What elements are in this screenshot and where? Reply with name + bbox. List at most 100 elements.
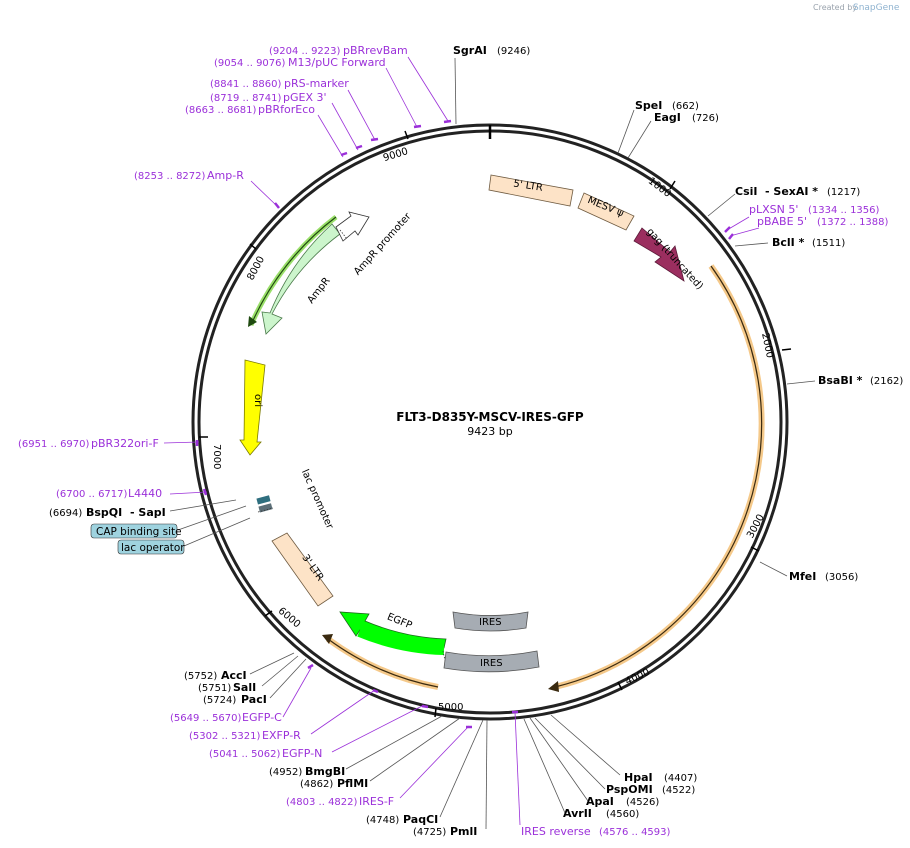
- feature-3ltr[interactable]: [271, 532, 334, 607]
- primer-egfp-n[interactable]: EGFP-N: [282, 747, 322, 760]
- plasmid-title: FLT3-D835Y-MSCV-IRES-GFP: [396, 410, 584, 424]
- enzyme-sali-pos: (5751): [198, 683, 231, 694]
- enzyme-bspqi-pos: (6694): [49, 508, 82, 519]
- primer-prs-marker[interactable]: pRS-marker: [284, 77, 349, 90]
- enzyme-mfei[interactable]: MfeI: [789, 570, 816, 583]
- enzyme-avrii[interactable]: AvrII: [563, 807, 592, 820]
- enzyme-sgrai-pos: (9246): [497, 46, 530, 57]
- primer-ires-reverse[interactable]: IRES reverse: [521, 825, 591, 838]
- enzyme-paqci[interactable]: PaqCI: [403, 813, 438, 826]
- tick-8000: [249, 243, 257, 250]
- feature-egfp-body: [357, 623, 445, 655]
- enzyme-pmli[interactable]: PmlI: [450, 825, 477, 838]
- created-by-label: Created by: [813, 3, 857, 12]
- enzyme-pmli-pos: (4725): [413, 827, 446, 838]
- enzyme-pflmi[interactable]: PflMI: [337, 777, 368, 790]
- feature-ires-outer[interactable]: [443, 650, 540, 673]
- primer-pbr322ori-f[interactable]: pBR322ori-F: [91, 437, 159, 450]
- primer-egfp-n-pos: (5041 .. 5062): [209, 749, 281, 760]
- feature-5ltr[interactable]: [488, 174, 574, 207]
- enzyme-csii[interactable]: CsiI: [735, 185, 757, 198]
- egfp-junction: [442, 650, 447, 666]
- primer-pbabe-5[interactable]: pBABE 5': [757, 215, 807, 228]
- primer-plxsn-5[interactable]: pLXSN 5': [749, 203, 798, 216]
- orf-arc-large: [554, 264, 765, 690]
- ampr-promoter-junction: [339, 229, 348, 240]
- label-ires-inner: IRES: [479, 617, 502, 628]
- cap-site-label: CAP binding site: [96, 526, 182, 538]
- primer-leaders: [163, 56, 760, 826]
- primer-exfp-r-pos: (5302 .. 5321): [189, 731, 261, 742]
- enzyme-sapi[interactable]: - SapI: [130, 506, 166, 519]
- enzyme-bspqi[interactable]: BspQI: [86, 506, 122, 519]
- orf-arc-large-head: [548, 681, 559, 692]
- primer-pbrrevbam-pos: (9204 .. 9223): [269, 46, 341, 57]
- primer-amp-r[interactable]: Amp-R: [207, 169, 244, 182]
- primer-pbrforeco[interactable]: pBRforEco: [258, 103, 315, 116]
- enzyme-bmgbi[interactable]: BmgBI: [305, 765, 345, 778]
- feature-lac-operator[interactable]: [258, 503, 273, 513]
- feature-cap-site[interactable]: [256, 495, 271, 505]
- primer-pbabe-5-pos: (1372 .. 1388): [817, 217, 889, 228]
- enzyme-eagi[interactable]: EagI: [654, 111, 681, 124]
- enzyme-acci-pos: (5752): [184, 671, 217, 682]
- enzyme-bcli[interactable]: BclI *: [772, 236, 805, 249]
- enzyme-apai[interactable]: ApaI: [586, 795, 614, 808]
- primer-m13-puc-forward[interactable]: M13/pUC Forward: [288, 56, 386, 69]
- label-ires-outer: IRES: [480, 658, 503, 669]
- lac-junction: [257, 507, 274, 513]
- primer-pgex-3[interactable]: pGEX 3': [283, 91, 327, 104]
- orf-arc-egfp-core: [327, 638, 439, 688]
- feature-mesv-psi[interactable]: [577, 192, 635, 231]
- enzyme-sexai[interactable]: - SexAI *: [765, 185, 818, 198]
- primer-ires-f-pos: (4803 .. 4822): [286, 797, 358, 808]
- primer-egfp-c-pos: (5649 .. 5670): [170, 713, 242, 724]
- tick-label-7000: 7000: [211, 444, 222, 469]
- tick-3000: [750, 546, 760, 552]
- plasmid-length: 9423 bp: [467, 425, 512, 438]
- enzyme-leaders: [169, 57, 816, 830]
- tick-4000: [617, 681, 623, 691]
- enzyme-hpai[interactable]: HpaI: [624, 771, 653, 784]
- feature-ampr[interactable]: [261, 223, 341, 335]
- cap-site-box[interactable]: [90, 523, 178, 539]
- primer-pbrforeco-pos: (8663 .. 8681): [185, 105, 257, 116]
- feature-ampr-promoter[interactable]: [335, 211, 370, 242]
- enzyme-acci[interactable]: AccI: [221, 669, 247, 682]
- orf-arc-egfp-head: [322, 634, 333, 644]
- enzyme-spei[interactable]: SpeI: [635, 99, 662, 112]
- tick-label-6000: 6000: [276, 606, 303, 631]
- enzyme-bmgbi-pos: (4952): [269, 767, 302, 778]
- enzyme-mfei-pos: (3056): [825, 572, 858, 583]
- primer-egfp-c[interactable]: EGFP-C: [242, 711, 282, 724]
- enzyme-bsabi[interactable]: BsaBI *: [818, 374, 863, 387]
- orf-arc-ampr-head: [248, 316, 257, 327]
- lac-operator-label: lac operator: [121, 542, 185, 554]
- primer-pbr322ori-f-pos: (6951 .. 6970): [18, 439, 90, 450]
- primer-amp-r-pos: (8253 .. 8272): [134, 171, 206, 182]
- enzyme-paci-pos: (5724): [203, 695, 236, 706]
- tick-label-4000: 4000: [624, 667, 652, 688]
- feature-gag[interactable]: [633, 227, 685, 282]
- primer-pbrrevbam[interactable]: pBRrevBam: [343, 44, 408, 57]
- tick-label-5000: 5000: [438, 702, 463, 713]
- enzyme-sgrai[interactable]: SgrAI: [453, 44, 487, 57]
- feature-ori[interactable]: [239, 359, 266, 456]
- primer-m13-puc-forward-pos: (9054 .. 9076): [214, 58, 286, 69]
- label-ampr: AmpR: [306, 276, 333, 306]
- enzyme-sali[interactable]: SalI: [233, 681, 256, 694]
- enzyme-paci[interactable]: PacI: [241, 693, 267, 706]
- enzyme-pspomi-pos: (4522): [662, 785, 695, 796]
- feature-ires-inner[interactable]: [452, 611, 529, 632]
- tick-5000: [434, 707, 437, 718]
- lac-operator-box[interactable]: [117, 539, 185, 555]
- primer-exfp-r[interactable]: EXFP-R: [262, 729, 301, 742]
- label-5ltr: 5' LTR: [513, 178, 544, 193]
- enzyme-pspomi[interactable]: PspOMI: [606, 783, 653, 796]
- tick-label-2000: 2000: [759, 332, 775, 359]
- enzyme-sexai-pos: (1217): [827, 187, 860, 198]
- enzyme-avrii-pos: (4560): [606, 809, 639, 820]
- primer-ires-f[interactable]: IRES-F: [359, 795, 394, 808]
- primer-l4440[interactable]: L4440: [128, 487, 162, 500]
